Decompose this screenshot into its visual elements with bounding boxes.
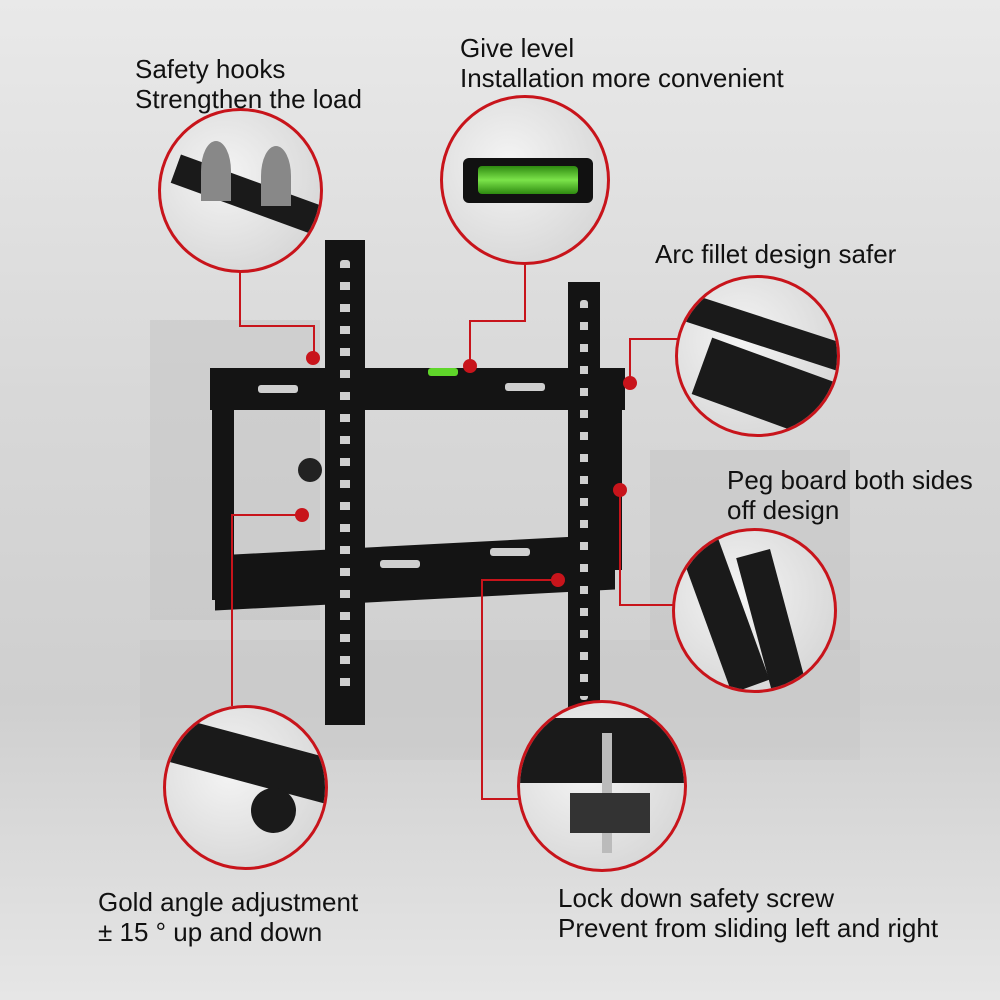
detail-bubble-level	[440, 95, 610, 265]
bubble-level	[428, 368, 458, 376]
detail-safety-hooks	[158, 108, 323, 273]
adjustment-knob	[298, 458, 322, 482]
detail-peg-board	[672, 528, 837, 693]
detail-lock-screw	[517, 700, 687, 872]
detail-angle-knob	[163, 705, 328, 870]
label-angle-adjustment: Gold angle adjustment± 15 ° up and down	[98, 887, 359, 947]
label-arc-fillet: Arc fillet design safer	[655, 239, 897, 269]
detail-arc-fillet	[675, 275, 840, 437]
